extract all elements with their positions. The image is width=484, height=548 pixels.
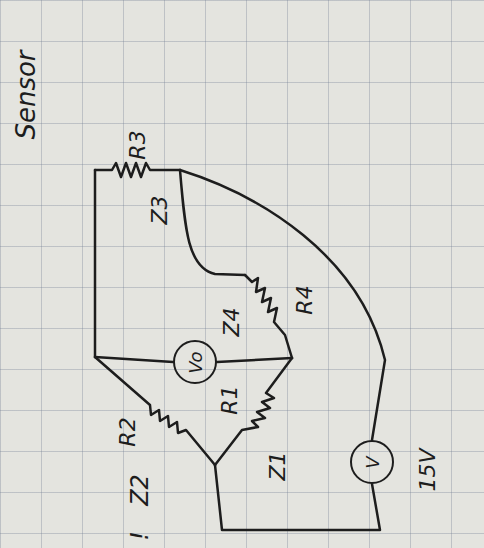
label-text: R2	[117, 417, 139, 446]
label-text: 15V	[417, 448, 439, 491]
wire	[180, 170, 385, 440]
wire	[94, 170, 97, 357]
label-text: Sensor	[13, 50, 39, 139]
resistor-symbol	[95, 357, 215, 465]
label-text: Z4	[221, 307, 243, 336]
label-text: R3	[127, 130, 149, 159]
label-text: Z1	[267, 451, 289, 480]
label-text: R4	[294, 285, 316, 314]
resistor-symbol	[245, 275, 292, 358]
label-text: !	[128, 531, 152, 541]
resistor-symbol	[95, 163, 180, 177]
wire	[215, 465, 380, 530]
wire	[217, 358, 292, 362]
voltmeter-circle: Vo	[173, 340, 217, 384]
label-text: Z2	[128, 474, 152, 506]
wire	[180, 170, 245, 275]
node-text: V	[361, 456, 382, 468]
resistor-symbol	[215, 358, 292, 465]
label-text: R1	[219, 385, 241, 414]
wire	[95, 357, 173, 362]
label-text: Z3	[149, 195, 171, 224]
node-text: Vo	[185, 351, 206, 373]
source-circle: V	[350, 440, 394, 484]
